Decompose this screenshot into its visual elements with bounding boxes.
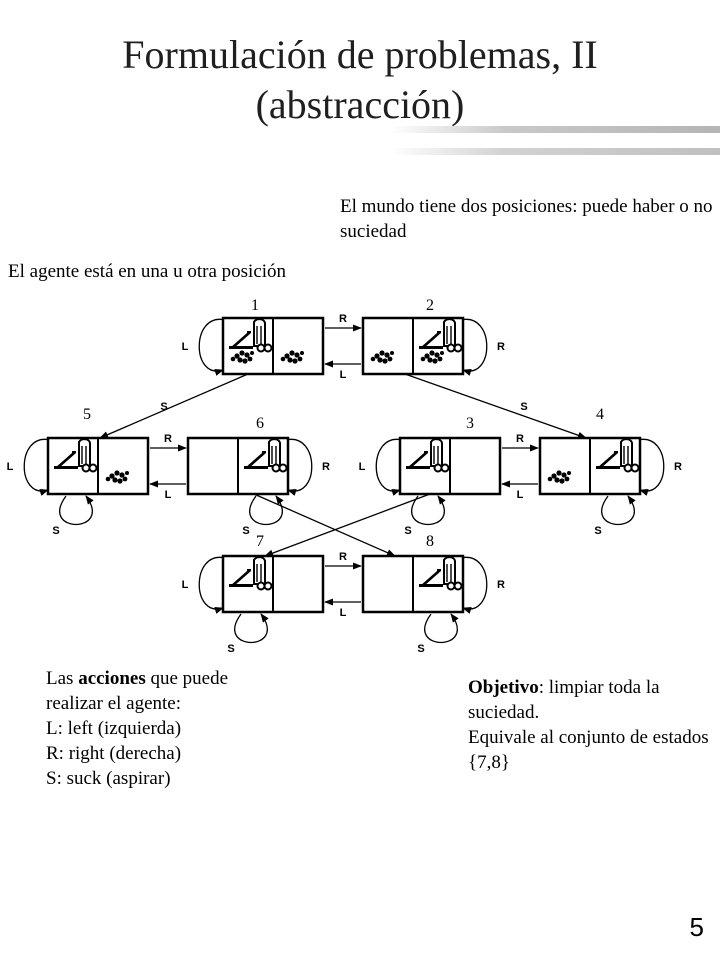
self-loop-suck xyxy=(60,496,93,525)
state-6: 6 xyxy=(188,415,288,494)
actions-bold-text: acciones xyxy=(78,668,146,689)
goal-equivalence-text: Equivale al conjunto de estados {7,8} xyxy=(468,727,709,773)
state-number-4: 4 xyxy=(596,406,604,423)
self-loop-right xyxy=(461,557,487,609)
goal-bold-text: Objetivo xyxy=(468,677,539,698)
self-loop-left xyxy=(24,439,50,491)
action-label-suck: S xyxy=(52,525,59,537)
slide-title-line-2: (abstracción) xyxy=(0,80,720,130)
self-loop-suck xyxy=(602,496,635,525)
action-label-suck: S xyxy=(404,525,411,537)
action-label-left: L xyxy=(340,369,347,381)
title-rule-lower xyxy=(390,148,720,155)
state-number-1: 1 xyxy=(251,297,259,314)
action-label-suck: S xyxy=(160,401,167,413)
action-label-right: R xyxy=(339,313,347,325)
action-label-suck: S xyxy=(417,643,424,655)
self-loop-left xyxy=(376,439,402,491)
transition-edges: R L R L R L R L S S xyxy=(100,313,586,619)
action-label-left: L xyxy=(7,461,14,473)
self-loop-suck xyxy=(235,614,268,643)
action-label-left: L xyxy=(359,461,366,473)
action-label-right: R xyxy=(164,433,172,445)
actions-lead-text: Las xyxy=(46,668,78,689)
action-label-suck: S xyxy=(520,401,527,413)
state-7: 7 xyxy=(223,533,323,612)
state-3: 3 xyxy=(400,415,500,494)
action-label-left: L xyxy=(182,341,189,353)
action-label-right: R xyxy=(497,341,505,353)
self-loop-left xyxy=(199,319,225,371)
action-label-left: L xyxy=(165,489,172,501)
self-loop-right xyxy=(638,439,664,491)
slide-title-line-1: Formulación de problemas, II xyxy=(0,30,720,80)
action-label-left: L xyxy=(182,579,189,591)
edge-suck-1-5 xyxy=(100,374,248,438)
state-4: 4 xyxy=(540,406,640,494)
self-loop-right xyxy=(461,319,487,371)
actions-intro-line-1: Las acciones que puede xyxy=(46,666,306,691)
action-label-suck: S xyxy=(594,525,601,537)
actions-note: Las acciones que puede realizar el agent… xyxy=(46,666,306,791)
world-note: El mundo tiene dos posiciones: puede hab… xyxy=(340,194,720,244)
state-8: 8 xyxy=(363,533,463,612)
action-label-right: R xyxy=(674,461,682,473)
state-number-2: 2 xyxy=(426,297,434,314)
action-label-right: R xyxy=(516,433,524,445)
state-boxes: 1 2 3 4 5 6 7 8 xyxy=(48,297,640,612)
actions-intro-line-2: realizar el agente: xyxy=(46,691,306,716)
action-label-suck: S xyxy=(227,643,234,655)
action-right-text: R: right (derecha) xyxy=(46,741,306,766)
self-loop-right xyxy=(286,439,312,491)
state-number-6: 6 xyxy=(256,415,264,432)
page-number: 5 xyxy=(690,912,704,943)
state-1: 1 xyxy=(223,297,323,374)
goal-note: Objetivo: limpiar toda la suciedad. Equi… xyxy=(468,675,720,775)
actions-tail-text-a: que puede xyxy=(146,668,228,689)
action-label-right: R xyxy=(322,461,330,473)
action-label-right: R xyxy=(339,551,347,563)
vacuum-state-space-diagram: R L R L R L R L S S L R L S R S L S R S L S R S 1 2 3 4 5 6 7 8 xyxy=(0,290,720,660)
slide-title: Formulación de problemas, II (abstracció… xyxy=(0,30,720,130)
self-loop-suck xyxy=(412,496,445,525)
state-5: 5 xyxy=(48,406,148,494)
self-loop-suck xyxy=(425,614,458,643)
action-suck-text: S: suck (aspirar) xyxy=(46,766,306,791)
state-number-7: 7 xyxy=(256,533,264,550)
action-label-right: R xyxy=(497,579,505,591)
action-label-suck: S xyxy=(242,525,249,537)
state-number-8: 8 xyxy=(426,533,434,550)
state-number-3: 3 xyxy=(466,415,474,432)
edge-suck-2-4 xyxy=(405,374,586,438)
agent-note: El agente está en una u otra posición xyxy=(8,259,388,284)
action-left-text: L: left (izquierda) xyxy=(46,716,306,741)
action-label-left: L xyxy=(517,489,524,501)
state-number-5: 5 xyxy=(83,406,91,423)
self-loop-suck xyxy=(250,496,283,525)
action-label-left: L xyxy=(340,607,347,619)
self-loop-left xyxy=(199,557,225,609)
edge-suck-6-8 xyxy=(254,494,395,556)
title-rule-upper xyxy=(390,126,720,133)
state-2: 2 xyxy=(363,297,463,374)
